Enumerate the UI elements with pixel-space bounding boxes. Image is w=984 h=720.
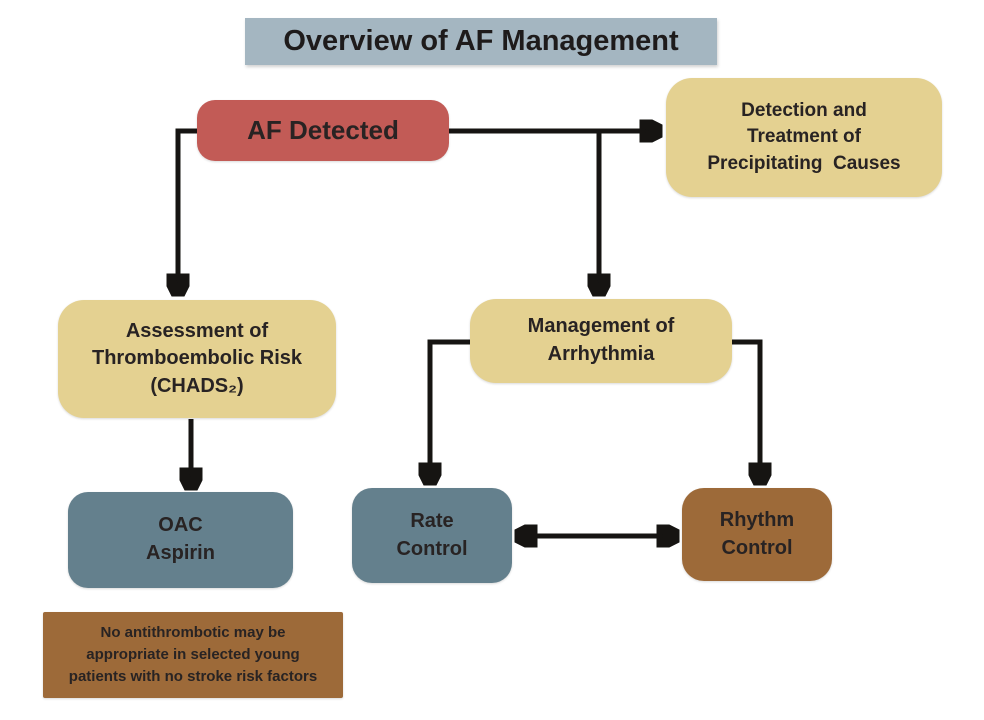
- node-oac-aspirin: OAC Aspirin: [68, 492, 293, 588]
- node-rate-control: Rate Control: [352, 488, 512, 583]
- node-detection-treatment-precipitating-causes: Detection and Treatment of Precipitating…: [666, 78, 942, 197]
- node-assessment-thromboembolic-risk: Assessment of Thromboembolic Risk (CHADS…: [58, 300, 336, 418]
- node-af-detected: AF Detected: [197, 100, 449, 161]
- node-rhythm-control: Rhythm Control: [682, 488, 832, 581]
- arrow-management-to-rhythm: [732, 339, 760, 482]
- arrow-management-to-rate: [430, 339, 470, 482]
- node-management-of-arrhythmia: Management of Arrhythmia: [470, 299, 732, 383]
- note-no-antithrombotic: No antithrombotic may be appropriate in …: [43, 612, 343, 698]
- arrow-afdetected-to-assessment: [178, 128, 197, 293]
- diagram-title: Overview of AF Management: [245, 18, 717, 65]
